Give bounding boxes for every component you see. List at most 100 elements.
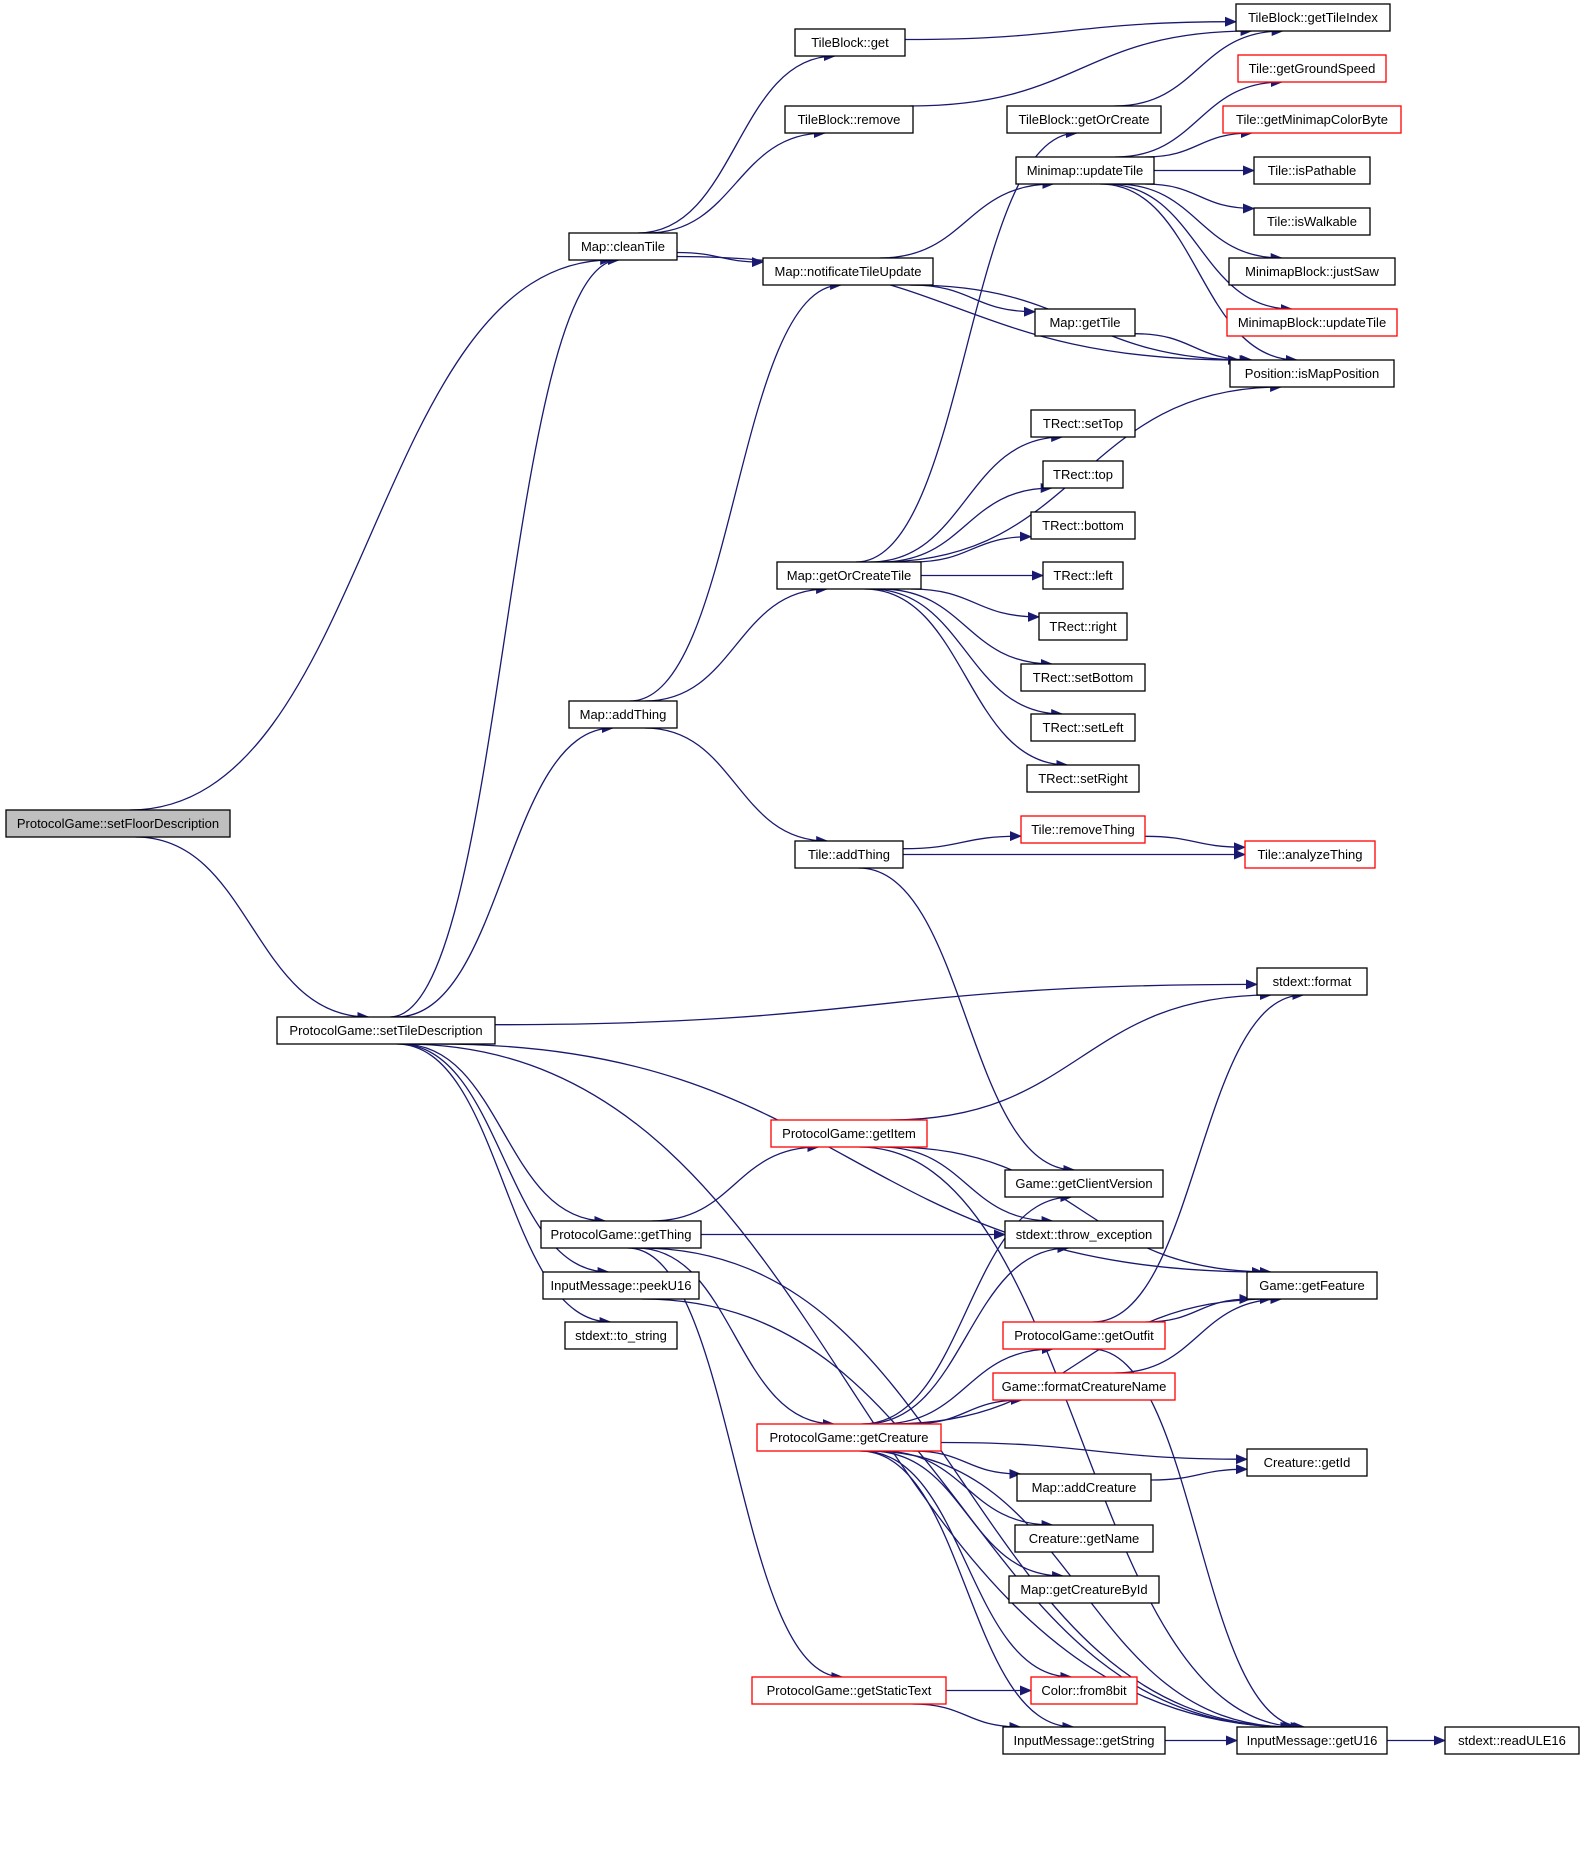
edge-getItem-to-format xyxy=(890,990,1272,1121)
node-removeThing[interactable]: Tile::removeThing xyxy=(1020,815,1146,844)
node-mbUpdateTile[interactable]: MinimapBlock::updateTile xyxy=(1226,308,1398,337)
node-label: TRect::setBottom xyxy=(1033,670,1133,685)
node-label: Minimap::updateTile xyxy=(1027,163,1144,178)
edge-setTileDescription-to-cleanTile xyxy=(390,255,620,1018)
node-top[interactable]: TRect::top xyxy=(1042,460,1124,489)
edge-cleanTile-to-isMapPosition xyxy=(676,255,1240,365)
node-getMinimapColorByte[interactable]: Tile::getMinimapColorByte xyxy=(1222,105,1402,134)
edge-getStaticText-to-getString xyxy=(912,1703,1022,1732)
node-getId[interactable]: Creature::getId xyxy=(1246,1448,1368,1477)
node-box xyxy=(568,232,678,261)
node-isMapPosition[interactable]: Position::isMapPosition xyxy=(1229,359,1395,388)
edge-getCreature-to-formatCreatureName xyxy=(911,1395,1023,1425)
node-cleanTile[interactable]: Map::cleanTile xyxy=(568,232,678,261)
node-throwException[interactable]: stdext::throw_exception xyxy=(1004,1220,1164,1249)
node-formatCreatureName[interactable]: Game::formatCreatureName xyxy=(992,1372,1176,1401)
node-label: stdext::throw_exception xyxy=(1016,1227,1153,1242)
node-getName[interactable]: Creature::getName xyxy=(1014,1524,1154,1553)
node-box xyxy=(1030,1676,1138,1705)
node-label: Tile::removeThing xyxy=(1031,822,1135,837)
node-label: Tile::analyzeThing xyxy=(1257,847,1362,862)
node-tbRemove[interactable]: TileBlock::remove xyxy=(784,105,914,134)
node-getGroundSpeed[interactable]: Tile::getGroundSpeed xyxy=(1237,54,1387,83)
edge-minimapUpdateTile-to-isWalkable xyxy=(1145,183,1255,214)
node-from8bit[interactable]: Color::from8bit xyxy=(1030,1676,1138,1705)
edge-getCreature-to-getFeature xyxy=(890,1294,1272,1425)
node-minimapUpdateTile[interactable]: Minimap::updateTile xyxy=(1015,156,1155,185)
node-getU16[interactable]: InputMessage::getU16 xyxy=(1236,1726,1388,1755)
node-addCreature[interactable]: Map::addCreature xyxy=(1016,1473,1152,1502)
edge-getCreature-to-getCreatureById xyxy=(869,1450,1065,1581)
node-toString[interactable]: stdext::to_string xyxy=(564,1321,678,1350)
node-setTop[interactable]: TRect::setTop xyxy=(1030,409,1136,438)
node-left[interactable]: TRect::left xyxy=(1042,561,1124,590)
node-box xyxy=(1042,460,1124,489)
node-setFloorDescription[interactable]: ProtocolGame::setFloorDescription xyxy=(5,809,231,838)
node-label: MinimapBlock::updateTile xyxy=(1238,315,1386,330)
node-getCreatureById[interactable]: Map::getCreatureById xyxy=(1008,1575,1160,1604)
node-label: TileBlock::getOrCreate xyxy=(1018,112,1149,127)
node-box xyxy=(1246,1448,1368,1477)
node-box xyxy=(1226,308,1398,337)
node-label: ProtocolGame::setFloorDescription xyxy=(17,816,219,831)
node-box xyxy=(1246,1271,1378,1300)
edge-setTileDescription-to-peekU16 xyxy=(398,1043,610,1277)
node-justSaw[interactable]: MinimapBlock::justSaw xyxy=(1228,257,1396,286)
node-box xyxy=(1030,713,1136,742)
node-getTile[interactable]: Map::getTile xyxy=(1034,308,1136,337)
node-label: Map::getOrCreateTile xyxy=(787,568,912,583)
node-box xyxy=(1444,1726,1580,1755)
node-box xyxy=(1253,156,1371,185)
edge-tileAddThing-to-removeThing xyxy=(902,831,1022,850)
node-box xyxy=(1235,3,1391,32)
node-getClientVersion[interactable]: Game::getClientVersion xyxy=(1004,1169,1164,1198)
node-box xyxy=(1004,1169,1164,1198)
node-isPathable[interactable]: Tile::isPathable xyxy=(1253,156,1371,185)
node-box xyxy=(1026,764,1140,793)
node-label: TRect::top xyxy=(1053,467,1113,482)
node-getCreature[interactable]: ProtocolGame::getCreature xyxy=(756,1423,942,1452)
node-tileAddThing[interactable]: Tile::addThing xyxy=(794,840,904,869)
node-setRight[interactable]: TRect::setRight xyxy=(1026,764,1140,793)
node-notificateTileUpdate[interactable]: Map::notificateTileUpdate xyxy=(762,257,934,286)
node-label: MinimapBlock::justSaw xyxy=(1245,264,1379,279)
node-setLeft[interactable]: TRect::setLeft xyxy=(1030,713,1136,742)
node-box xyxy=(1014,1524,1154,1553)
edge-cleanTile-to-tbGet xyxy=(637,51,836,234)
node-tbGet[interactable]: TileBlock::get xyxy=(794,28,906,57)
node-analyzeThing[interactable]: Tile::analyzeThing xyxy=(1244,840,1376,869)
node-box xyxy=(1002,1321,1166,1350)
node-getString[interactable]: InputMessage::getString xyxy=(1002,1726,1166,1755)
node-tbGetOrCreate[interactable]: TileBlock::getOrCreate xyxy=(1006,105,1162,134)
node-getStaticText[interactable]: ProtocolGame::getStaticText xyxy=(751,1676,947,1705)
node-isWalkable[interactable]: Tile::isWalkable xyxy=(1253,207,1371,236)
node-label: stdext::to_string xyxy=(575,1328,667,1343)
node-tbGetTileIndex[interactable]: TileBlock::getTileIndex xyxy=(1235,3,1391,32)
node-box xyxy=(776,561,922,590)
edge-getThing-to-getItem xyxy=(651,1142,820,1222)
node-label: Map::notificateTileUpdate xyxy=(775,264,922,279)
node-setTileDescription[interactable]: ProtocolGame::setTileDescription xyxy=(276,1016,496,1045)
node-getItem[interactable]: ProtocolGame::getItem xyxy=(770,1119,928,1148)
node-getOrCreateTile[interactable]: Map::getOrCreateTile xyxy=(776,561,922,590)
node-peekU16[interactable]: InputMessage::peekU16 xyxy=(542,1271,700,1300)
edge-cleanTile-to-tbRemove xyxy=(646,128,826,234)
edge-tbRemove-to-tbGetTileIndex xyxy=(910,26,1253,107)
node-box xyxy=(762,257,934,286)
node-setBottom[interactable]: TRect::setBottom xyxy=(1020,663,1146,692)
node-bottom[interactable]: TRect::bottom xyxy=(1030,511,1136,540)
node-getFeature[interactable]: Game::getFeature xyxy=(1246,1271,1378,1300)
node-label: ProtocolGame::getStaticText xyxy=(767,1683,932,1698)
node-label: Map::addThing xyxy=(580,707,667,722)
node-getOutfit[interactable]: ProtocolGame::getOutfit xyxy=(1002,1321,1166,1350)
node-label: Tile::isWalkable xyxy=(1267,214,1357,229)
node-getThing[interactable]: ProtocolGame::getThing xyxy=(540,1220,702,1249)
node-right[interactable]: TRect::right xyxy=(1038,612,1128,641)
node-label: Game::getClientVersion xyxy=(1015,1176,1152,1191)
node-readULE16[interactable]: stdext::readULE16 xyxy=(1444,1726,1580,1755)
node-box xyxy=(1228,257,1396,286)
node-addThingMap[interactable]: Map::addThing xyxy=(568,700,678,729)
node-box xyxy=(564,1321,678,1350)
node-format[interactable]: stdext::format xyxy=(1256,967,1368,996)
edge-getCreature-to-throwException xyxy=(864,1243,1070,1425)
